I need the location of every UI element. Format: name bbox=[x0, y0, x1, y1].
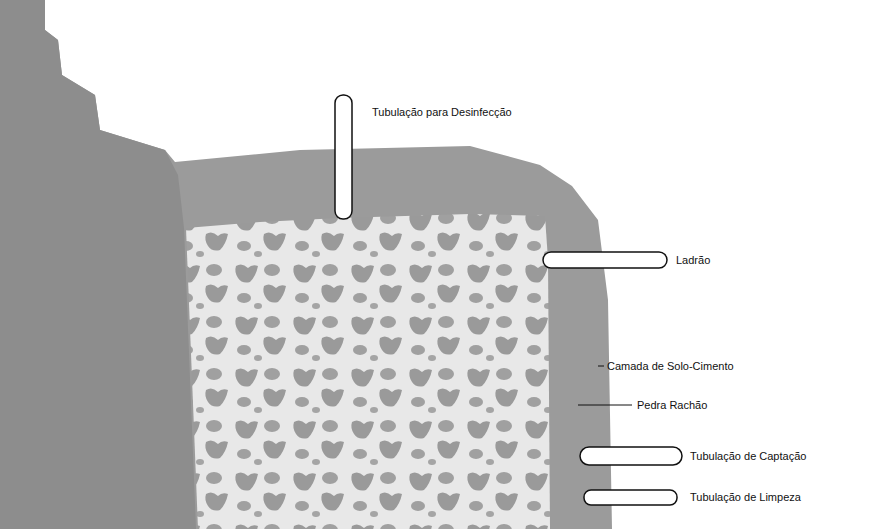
part-label: Tubulação para Desinfecção bbox=[372, 106, 512, 119]
part-label: Pedra Rachão bbox=[637, 399, 707, 412]
part-label: Tubulação de Limpeza bbox=[690, 491, 801, 504]
part-label: Tubulação de Captação bbox=[690, 450, 806, 463]
part-label: Ladrão bbox=[676, 254, 710, 267]
part-label: Camada de Solo-Cimento bbox=[607, 360, 734, 373]
